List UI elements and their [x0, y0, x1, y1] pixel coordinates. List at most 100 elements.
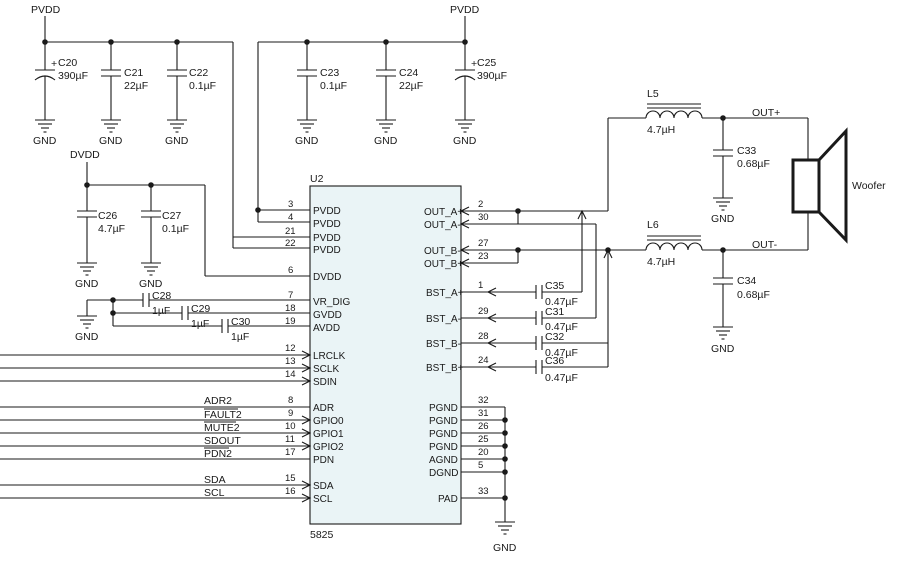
svg-text:18: 18	[285, 303, 296, 314]
ic-ref: U2	[310, 173, 324, 185]
svg-text:22: 22	[285, 238, 296, 249]
pin-19: 19 AVDD	[285, 316, 340, 334]
pin-8: 8 ADR	[0, 395, 334, 414]
c30-value: 1µF	[231, 331, 249, 343]
pin-4: 4 PVDD	[288, 212, 341, 230]
l6-ref: L6	[647, 219, 659, 231]
svg-text:5: 5	[478, 460, 483, 471]
pin-7: 7 VR_DIG	[288, 290, 350, 308]
pin-32: 32 PGND	[429, 395, 505, 414]
pin-31: 31 PGND	[429, 408, 505, 427]
svg-text:12: 12	[285, 343, 296, 354]
c23-ref: C23	[320, 67, 339, 79]
svg-text:DVDD: DVDD	[313, 272, 341, 283]
dvdd-label: DVDD	[70, 149, 100, 161]
svg-text:25: 25	[478, 434, 489, 445]
svg-text:PVDD: PVDD	[313, 206, 341, 217]
svg-text:PGND: PGND	[429, 416, 458, 427]
l5-value: 4.7µH	[647, 124, 675, 136]
svg-text:GPIO1: GPIO1	[313, 429, 344, 440]
c32-value: 0.47µF	[545, 347, 578, 359]
net-sdout: SDOUT	[204, 435, 241, 447]
right-pins: 2 OUT_A+ 30 OUT_A- 27 OUT_B- 23 OUT_B+ 1…	[424, 199, 608, 505]
c34-value: 0.68µF	[737, 289, 770, 301]
pin-9: 9 GPIO0	[0, 408, 344, 427]
cap-c22	[166, 41, 188, 133]
svg-text:4: 4	[288, 212, 293, 223]
net-out-plus: OUT+	[752, 107, 780, 119]
gnd-label: GND	[374, 135, 398, 147]
c33-ref: C33	[737, 145, 756, 157]
svg-text:28: 28	[478, 331, 489, 342]
c35-ref: C35	[545, 280, 564, 292]
output-filter-plus	[582, 103, 809, 212]
c27-value: 0.1µF	[162, 223, 189, 235]
svg-text:30: 30	[478, 212, 489, 223]
gnd-label: GND	[165, 135, 189, 147]
svg-text:VR_DIG: VR_DIG	[313, 297, 350, 308]
gnd-label: GND	[453, 135, 477, 147]
svg-text:ADR: ADR	[313, 403, 334, 414]
c30-ref: C30	[231, 316, 250, 328]
c20-value: 390µF	[58, 70, 88, 82]
svg-text:33: 33	[478, 486, 489, 497]
pin-21: 21 PVDD	[285, 226, 341, 244]
net-mute2: MUTE2	[204, 422, 240, 434]
gnd-label: GND	[493, 542, 517, 554]
c28-ref: C28	[152, 290, 171, 302]
pin-29: 29 BST_A-	[426, 306, 536, 325]
svg-text:14: 14	[285, 369, 296, 380]
net-adr2: ADR2	[204, 395, 232, 407]
pin-27: 27 OUT_B-	[424, 238, 608, 257]
c27-ref: C27	[162, 210, 181, 222]
c26-value: 4.7µF	[98, 223, 125, 235]
svg-text:8: 8	[288, 395, 293, 406]
cap-c27	[140, 185, 162, 276]
svg-text:OUT_A+: OUT_A+	[424, 207, 463, 218]
svg-text:2: 2	[478, 199, 483, 210]
left-pins: 3 PVDD 4 PVDD 21 PVDD 22 PVDD 6 DVDD 7 V…	[0, 199, 350, 505]
net-out-minus: OUT-	[752, 239, 778, 251]
svg-text:AVDD: AVDD	[313, 323, 340, 334]
svg-text:9: 9	[288, 408, 293, 419]
pin-10: 10 GPIO1	[0, 421, 344, 440]
pin-28: 28 BST_B-	[426, 331, 536, 350]
pvdd-label-left: PVDD	[31, 4, 61, 16]
net-pdn2: PDN2	[204, 448, 232, 460]
svg-text:6: 6	[288, 265, 293, 276]
net-sda: SDA	[204, 474, 226, 486]
svg-text:10: 10	[285, 421, 296, 432]
c36-value: 0.47µF	[545, 372, 578, 384]
svg-text:7: 7	[288, 290, 293, 301]
pin-12: 12 LRCLK	[0, 343, 346, 362]
pvdd-label-right: PVDD	[450, 4, 480, 16]
svg-text:PGND: PGND	[429, 403, 458, 414]
pin-13: 13 SCLK	[0, 356, 339, 375]
svg-text:+: +	[51, 58, 57, 70]
pin-17: 17 PDN	[0, 447, 334, 466]
c31-value: 0.47µF	[545, 321, 578, 333]
pin-1: 1 BST_A+	[426, 280, 536, 299]
pin-18: 18 GVDD	[285, 303, 342, 321]
svg-text:PAD: PAD	[438, 494, 458, 505]
svg-text:BST_B+: BST_B+	[426, 363, 464, 374]
pin-3: 3 PVDD	[288, 199, 341, 217]
ic-part-number: 5825	[310, 529, 334, 541]
gnd-label: GND	[99, 135, 123, 147]
gnd-label: GND	[295, 135, 319, 147]
cap-c21	[100, 41, 122, 133]
svg-text:DGND: DGND	[429, 468, 458, 479]
pin-26: 26 PGND	[429, 421, 505, 440]
svg-text:24: 24	[478, 355, 489, 366]
pin-16: 16 SCL	[0, 486, 333, 505]
svg-text:OUT_B+: OUT_B+	[424, 259, 463, 270]
c36-ref: C36	[545, 355, 564, 367]
cap-c26	[76, 185, 98, 276]
speaker-icon	[791, 127, 848, 244]
svg-text:GPIO2: GPIO2	[313, 442, 344, 453]
dvdd-rail: DVDD	[70, 149, 310, 277]
svg-text:PVDD: PVDD	[313, 219, 341, 230]
c23-value: 0.1µF	[320, 80, 347, 92]
c29-ref: C29	[191, 303, 210, 315]
speaker-label: Woofer	[852, 180, 886, 192]
